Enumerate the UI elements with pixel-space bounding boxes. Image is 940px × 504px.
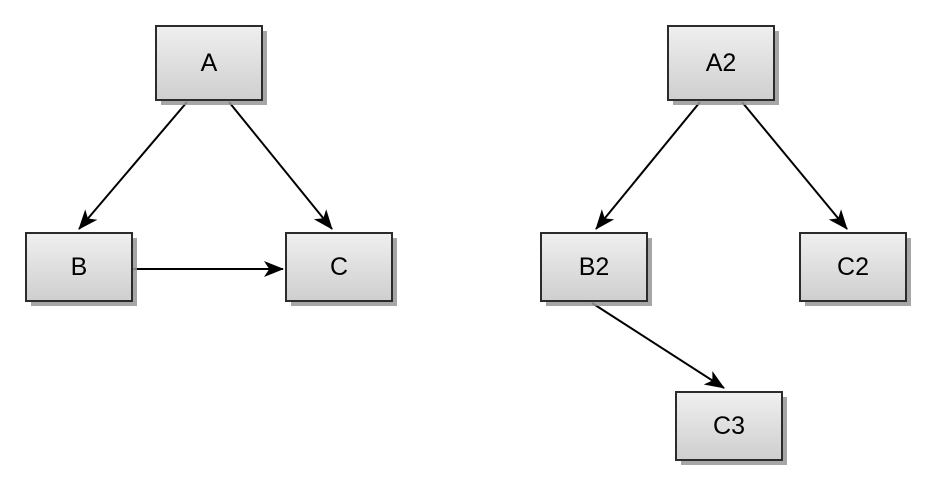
edge-a2-to-c2	[741, 101, 848, 230]
node-label: C2	[837, 252, 869, 281]
node-a[interactable]: A	[155, 25, 263, 101]
node-label: C3	[713, 411, 745, 440]
node-label: B2	[578, 252, 610, 281]
node-a2[interactable]: A2	[667, 25, 775, 101]
node-c3[interactable]: C3	[675, 391, 783, 461]
edges-group	[78, 101, 848, 389]
node-b2[interactable]: B2	[540, 232, 648, 302]
node-label: B	[70, 252, 88, 281]
edge-b2-to-c3	[591, 302, 725, 389]
node-c2[interactable]: C2	[799, 232, 907, 302]
node-b[interactable]: B	[25, 232, 133, 302]
node-c[interactable]: C	[285, 232, 393, 302]
edge-a2-to-b2	[595, 101, 701, 230]
edge-a-to-b	[78, 101, 188, 230]
edge-a-to-c	[228, 101, 333, 230]
node-label: A	[200, 48, 218, 77]
node-label: A2	[705, 48, 737, 77]
node-label: C	[329, 252, 349, 281]
